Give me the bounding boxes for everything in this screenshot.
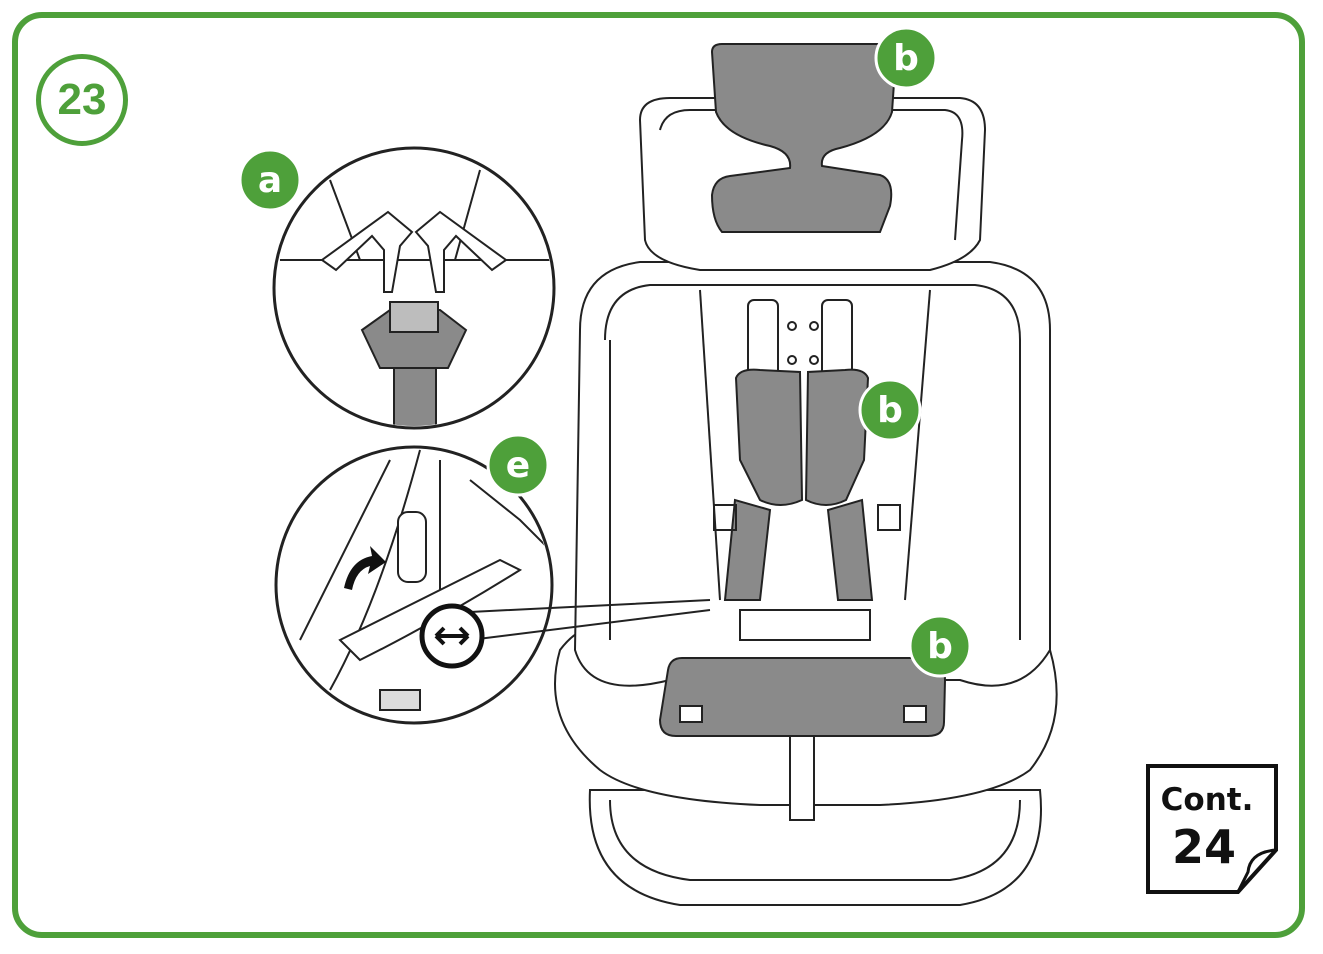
label-b-torso-badge: b bbox=[858, 378, 922, 442]
label-b-head: b bbox=[893, 38, 919, 79]
curved-arrow-icon bbox=[344, 546, 386, 590]
continue-box: Cont. 24 bbox=[1148, 764, 1278, 892]
shoulder-pads bbox=[734, 368, 870, 506]
continue-page-curl bbox=[1146, 764, 1278, 894]
label-b-torso: b bbox=[877, 390, 903, 431]
label-b-seat: b bbox=[927, 626, 953, 667]
step-number-badge: 23 bbox=[36, 54, 128, 146]
continue-label: Cont. bbox=[1160, 782, 1254, 818]
label-b-seat-badge: b bbox=[908, 614, 972, 678]
label-a: a bbox=[258, 160, 282, 201]
next-step-number: 24 bbox=[1171, 820, 1236, 874]
seat-pad bbox=[658, 657, 947, 737]
label-e-badge: e bbox=[486, 433, 550, 497]
leader-lines bbox=[469, 599, 711, 641]
rotate-adjust-icon bbox=[419, 603, 485, 669]
label-e: e bbox=[506, 445, 530, 486]
detail-circle-a bbox=[272, 146, 556, 430]
label-b-head-badge: b bbox=[874, 26, 938, 90]
detail-circle-e bbox=[274, 445, 554, 725]
label-a-badge: a bbox=[238, 148, 302, 212]
